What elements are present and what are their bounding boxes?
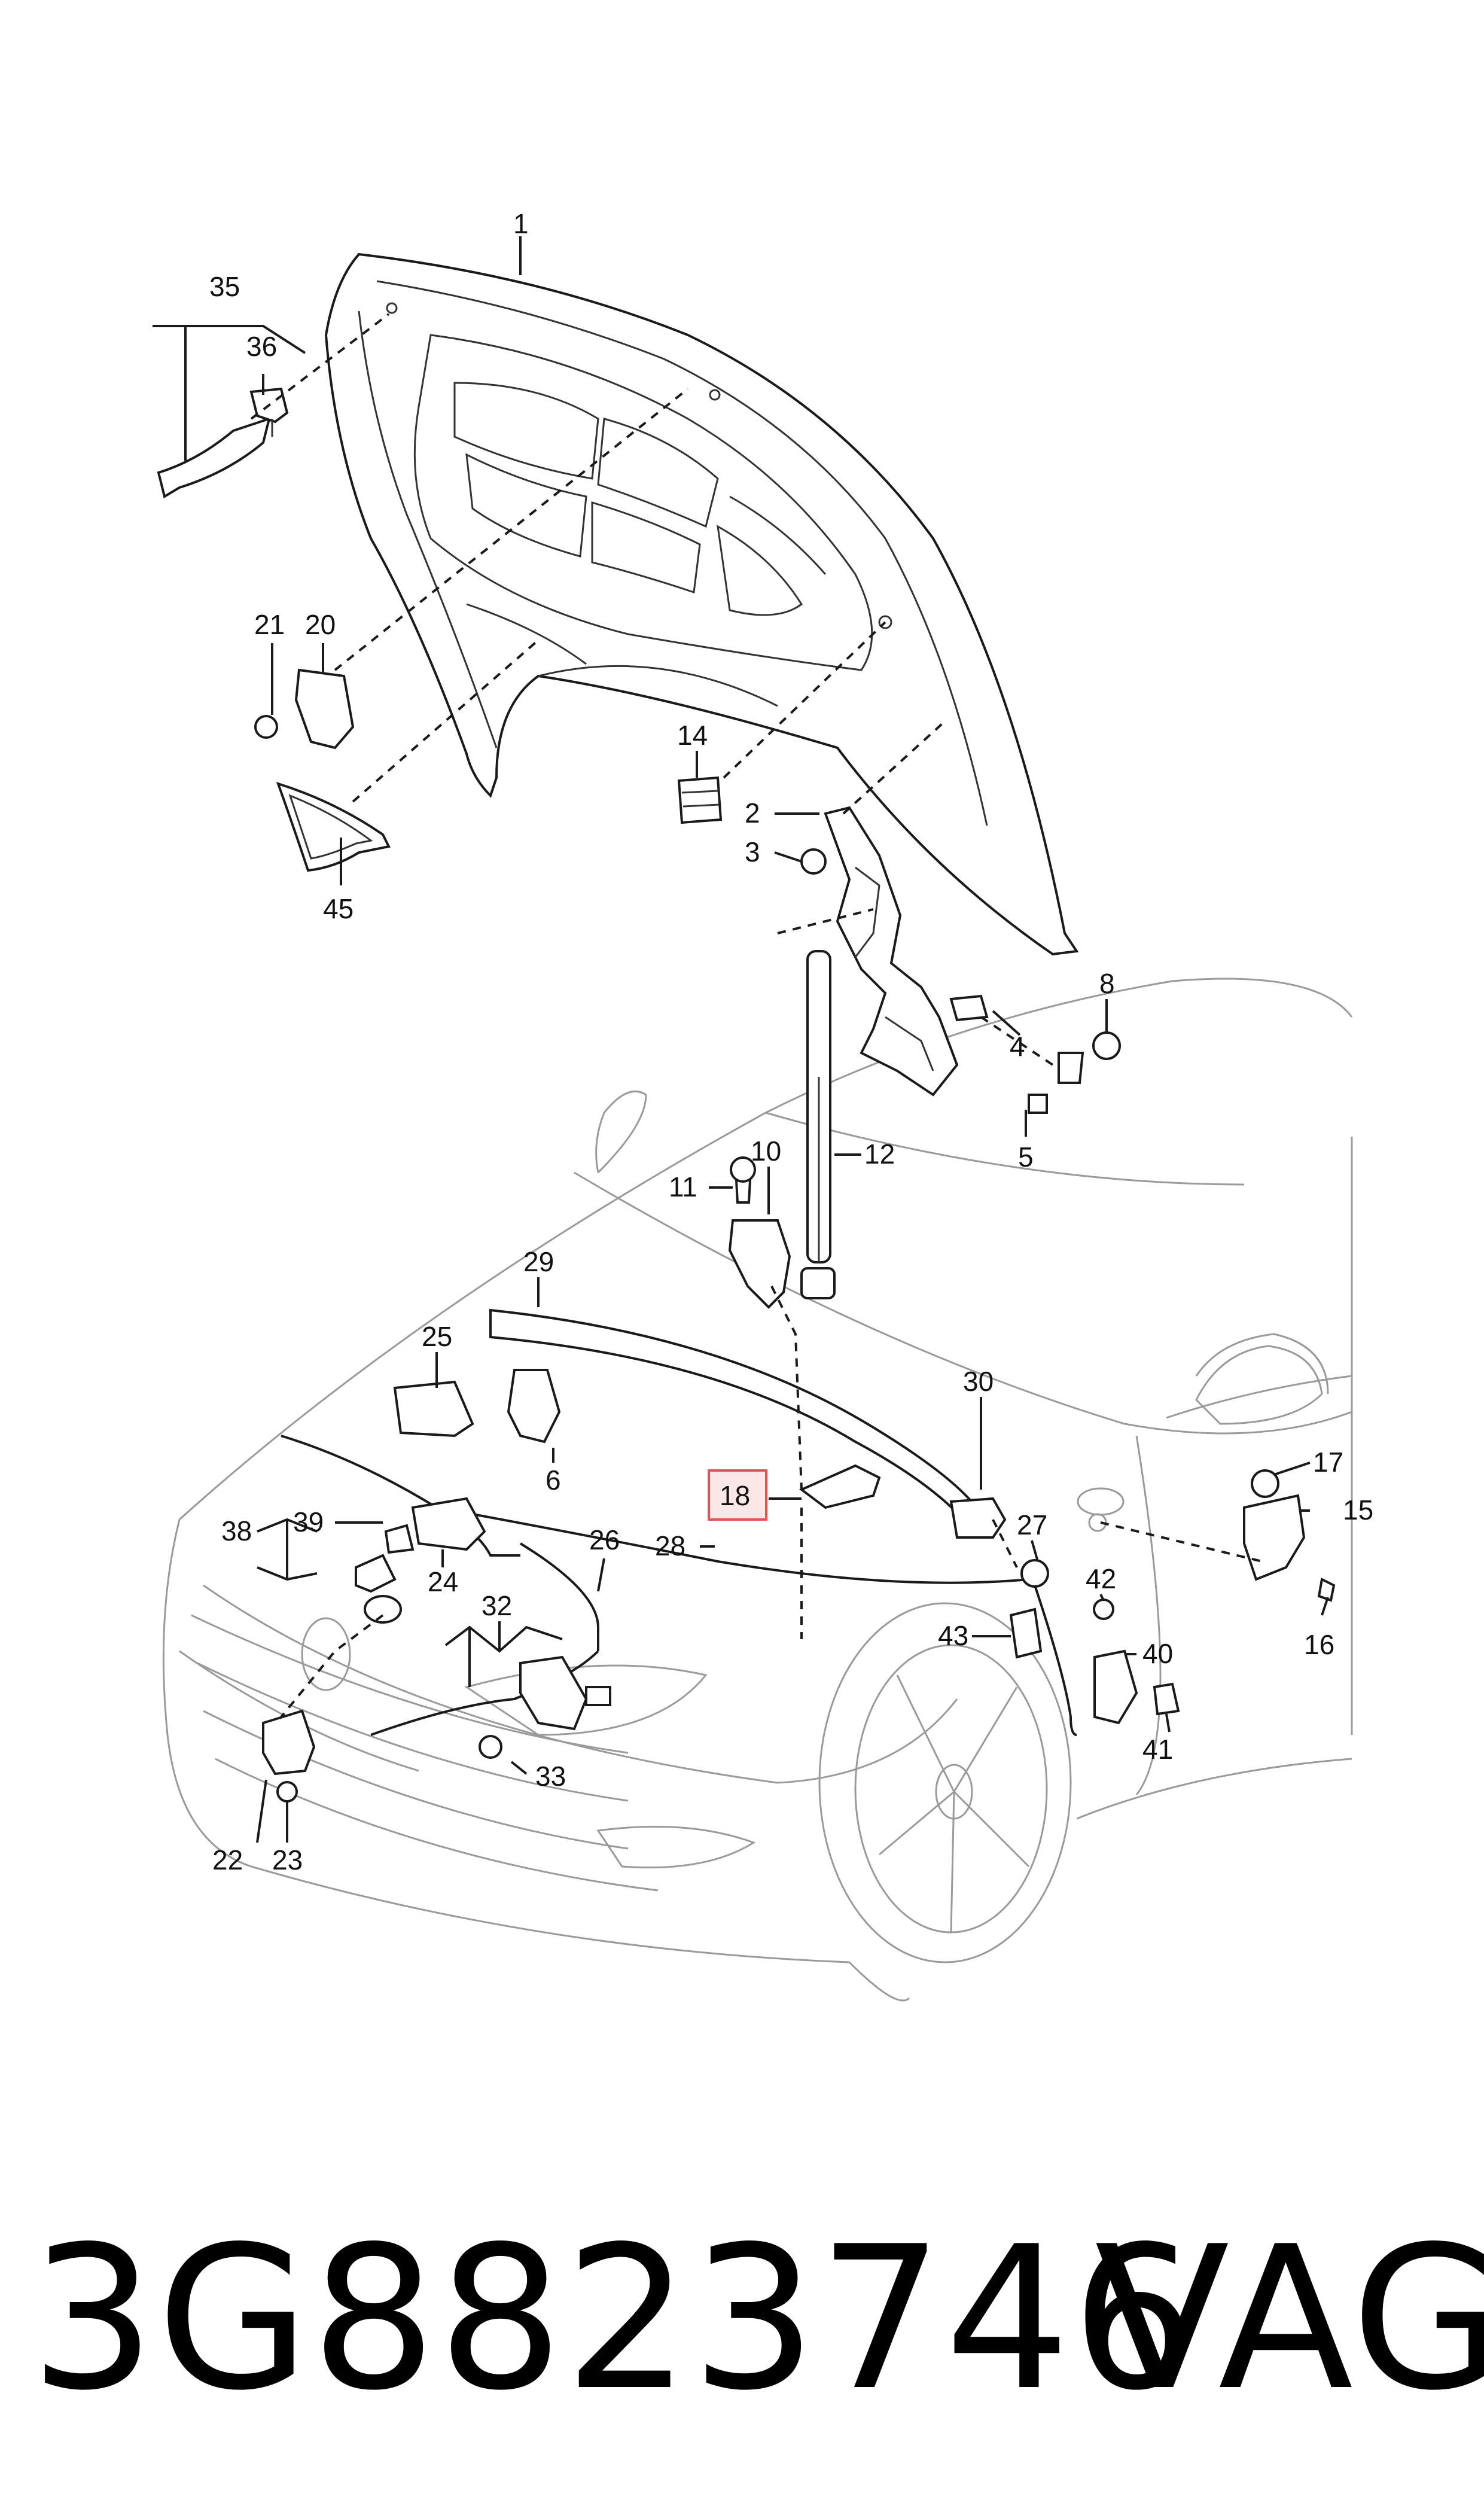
callout-18: 18 (720, 1480, 750, 1511)
callout-32: 32 (482, 1590, 512, 1621)
callout-5: 5 (1018, 1141, 1034, 1173)
part-27-40-43-cable-grommet (1009, 1559, 1180, 1736)
callout-4: 4 (1010, 1031, 1025, 1062)
part-24-38-39-lock-cables (281, 1435, 1029, 1651)
part-2-3-hinge (800, 806, 959, 1097)
callout-6: 6 (546, 1464, 561, 1496)
callout-17: 17 (1313, 1447, 1343, 1478)
callout-2: 2 (745, 797, 760, 829)
callout-20: 20 (305, 609, 336, 640)
callout-12: 12 (864, 1138, 895, 1170)
callout-42: 42 (1086, 1563, 1116, 1594)
callout-16: 16 (1304, 1629, 1334, 1660)
callout-36: 36 (246, 331, 277, 362)
callout-11: 11 (669, 1171, 697, 1202)
callout-labels: 1 2 3 4 5 6 8 10 11 12 14 15 16 17 18 20… (209, 208, 1373, 1875)
part-18-cover (799, 1464, 881, 1509)
callout-41: 41 (1142, 1734, 1173, 1765)
part-number: 3G8823746 (30, 2204, 1198, 2434)
part-45-seal (276, 781, 391, 872)
callout-14: 14 (677, 720, 708, 751)
part-22-23-latch (262, 1709, 316, 1803)
callout-29: 29 (523, 1246, 554, 1277)
part-10-11-bracket (728, 1156, 791, 1309)
part-30-block (949, 1497, 1007, 1539)
callout-33: 33 (535, 1761, 566, 1792)
part-4-5-8-fasteners (949, 994, 1121, 1114)
callout-40: 40 (1142, 1638, 1173, 1669)
part-12-gas-strut (800, 950, 836, 1299)
callout-27: 27 (1017, 1509, 1047, 1540)
car-body-outline (162, 978, 1353, 2002)
callout-15: 15 (1343, 1494, 1373, 1526)
callout-10: 10 (751, 1135, 781, 1167)
callout-21: 21 (254, 609, 285, 640)
leader-lines (153, 236, 1329, 1843)
callout-22: 22 (212, 1844, 243, 1875)
highlight-box-18 (708, 1469, 767, 1521)
brand-name: VAG (1095, 2204, 1484, 2434)
callout-39: 39 (293, 1506, 324, 1537)
callout-26: 26 (589, 1524, 620, 1555)
part-15-16-17-striker (1243, 1469, 1336, 1602)
callout-24: 24 (428, 1566, 458, 1597)
callout-8: 8 (1099, 968, 1115, 999)
part-20-21-bracket (254, 668, 355, 750)
callout-43: 43 (938, 1620, 968, 1651)
part-25-6-brackets (393, 1369, 561, 1444)
callout-1: 1 (513, 208, 529, 239)
part-32-33-actuator (370, 1650, 611, 1759)
callout-28: 28 (655, 1530, 685, 1561)
part-14-buffer (677, 776, 723, 824)
hood-panel (324, 252, 1079, 956)
callout-25: 25 (422, 1321, 452, 1352)
callout-23: 23 (272, 1844, 303, 1875)
callout-38: 38 (221, 1515, 252, 1546)
callout-30: 30 (963, 1366, 994, 1397)
callout-45: 45 (323, 893, 354, 924)
callout-3: 3 (745, 836, 760, 867)
callout-35: 35 (209, 271, 240, 302)
